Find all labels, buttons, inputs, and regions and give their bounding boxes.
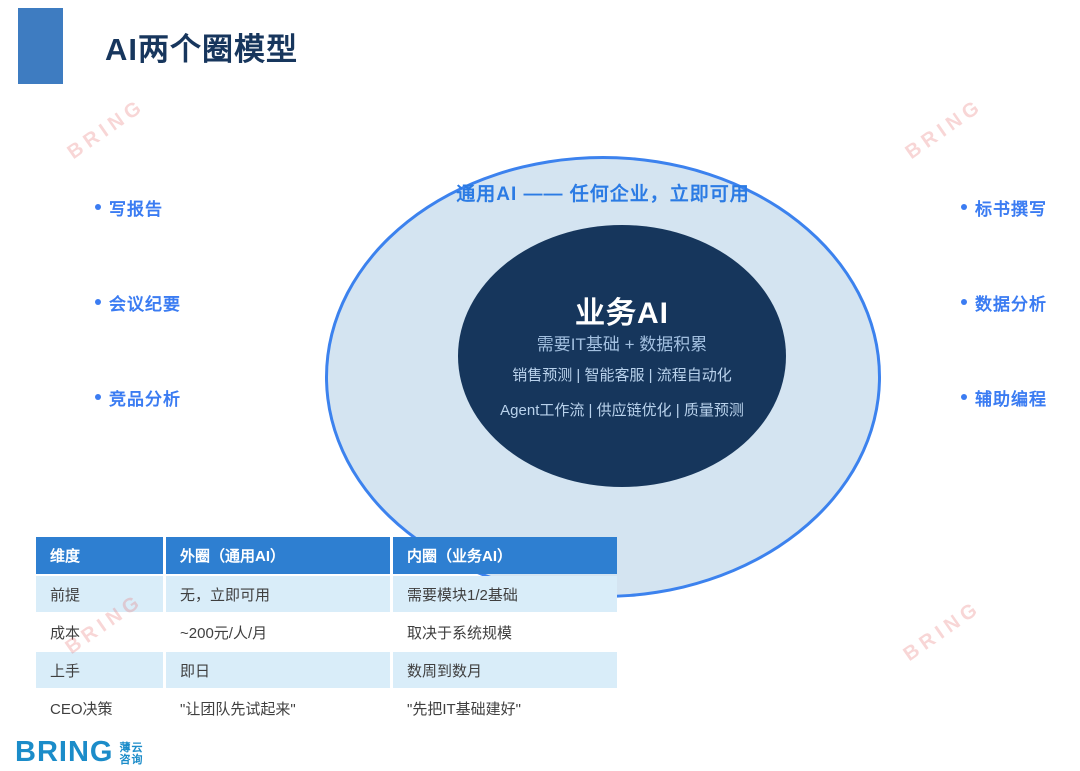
title-accent-bar: [18, 8, 63, 84]
bullet-icon: [961, 299, 967, 305]
watermark: BRING: [901, 94, 988, 164]
list-item: 标书撰写: [961, 196, 1047, 219]
list-item: 数据分析: [961, 291, 1047, 314]
watermark: BRING: [899, 596, 986, 666]
table-row: 上手 即日 数周到数月: [36, 652, 617, 688]
bullet-label: 数据分析: [975, 294, 1047, 314]
list-item: 竞品分析: [95, 386, 181, 409]
watermark: BRING: [63, 94, 150, 164]
table-header-cell: 外圈（通用AI）: [166, 537, 390, 574]
bullet-icon: [95, 299, 101, 305]
inner-circle-title: 业务AI: [575, 297, 669, 330]
table-cell: "让团队先试起来": [166, 690, 390, 726]
bullet-icon: [95, 204, 101, 210]
inner-circle-examples-line1: 销售预测 | 智能客服 | 流程自动化: [512, 367, 732, 384]
table-cell: 即日: [166, 652, 390, 688]
table-header-cell: 内圈（业务AI）: [393, 537, 617, 574]
table-cell: 前提: [36, 576, 163, 612]
bullet-icon: [961, 394, 967, 400]
bullet-icon: [961, 204, 967, 210]
table-cell: "先把IT基础建好": [393, 690, 617, 726]
bullet-label: 辅助编程: [975, 389, 1047, 409]
table-cell: 无，立即可用: [166, 576, 390, 612]
logo-chinese-top: 薄云: [119, 742, 144, 754]
table-row: CEO决策 "让团队先试起来" "先把IT基础建好": [36, 690, 617, 726]
table-header-cell: 维度: [36, 537, 163, 574]
table-cell: CEO决策: [36, 690, 163, 726]
list-item: 辅助编程: [961, 386, 1047, 409]
right-bullet-list: 标书撰写 数据分析 辅助编程: [961, 196, 1047, 481]
table-row: 成本 ~200元/人/月 取决于系统规模: [36, 614, 617, 650]
page-title: AI两个圈模型: [105, 32, 298, 67]
table-cell: 取决于系统规模: [393, 614, 617, 650]
inner-circle-subtitle: 需要IT基础 + 数据积累: [536, 335, 708, 354]
inner-circle-business-ai: 业务AI 需要IT基础 + 数据积累 销售预测 | 智能客服 | 流程自动化 A…: [458, 225, 786, 487]
inner-circle-examples-line2: Agent工作流 | 供应链优化 | 质量预测: [500, 402, 744, 419]
outer-circle-label: 通用AI —— 任何企业，立即可用: [456, 184, 750, 205]
bullet-label: 标书撰写: [975, 199, 1047, 219]
comparison-table: 维度 外圈（通用AI） 内圈（业务AI） 前提 无，立即可用 需要模块1/2基础…: [36, 537, 617, 728]
bullet-label: 竞品分析: [109, 389, 181, 409]
logo-wordmark: BRING: [15, 736, 114, 768]
logo-chinese-name: 薄云 咨询: [119, 742, 143, 766]
bullet-label: 会议纪要: [109, 294, 181, 314]
table-header-row: 维度 外圈（通用AI） 内圈（业务AI）: [36, 537, 617, 574]
bullet-icon: [95, 394, 101, 400]
table-cell: 数周到数月: [393, 652, 617, 688]
table-cell: 成本: [36, 614, 163, 650]
table-row: 前提 无，立即可用 需要模块1/2基础: [36, 576, 617, 612]
list-item: 会议纪要: [95, 291, 181, 314]
bullet-label: 写报告: [109, 199, 163, 219]
left-bullet-list: 写报告 会议纪要 竞品分析: [95, 196, 181, 481]
list-item: 写报告: [95, 196, 181, 219]
logo-chinese-bottom: 咨询: [119, 754, 144, 766]
table-cell: 需要模块1/2基础: [393, 576, 617, 612]
outer-circle-general-ai: 通用AI —— 任何企业，立即可用 业务AI 需要IT基础 + 数据积累 销售预…: [325, 156, 881, 598]
table-cell: 上手: [36, 652, 163, 688]
table-cell: ~200元/人/月: [166, 614, 390, 650]
bring-logo: BRING 薄云 咨询: [15, 736, 143, 769]
